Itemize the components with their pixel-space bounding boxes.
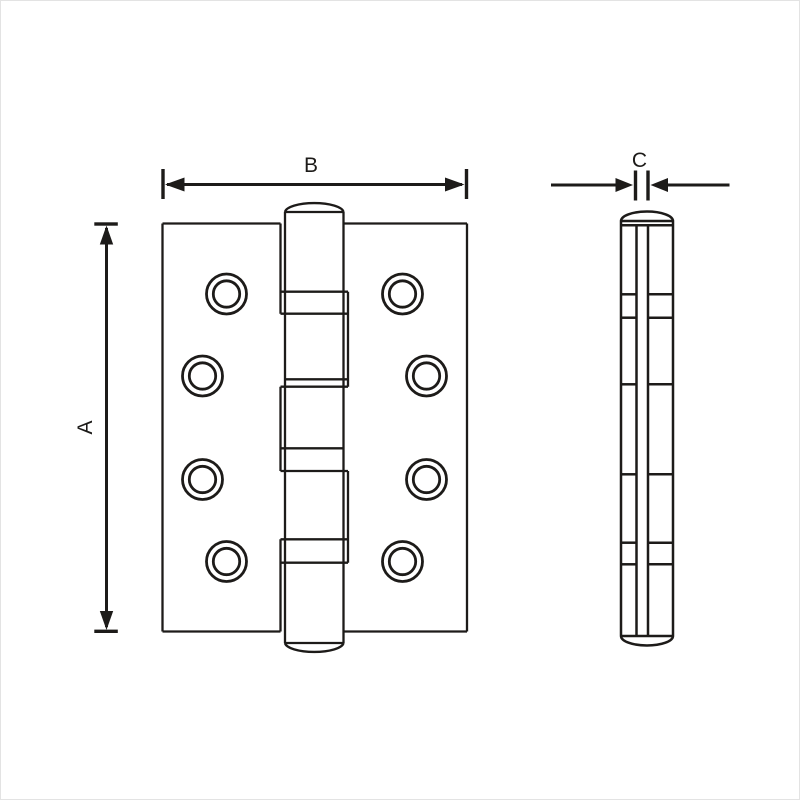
dim-a-label: A bbox=[74, 420, 97, 434]
dim-c-right-arrow bbox=[650, 178, 668, 192]
knuckle-offset-edges bbox=[279, 223, 350, 632]
side-top-cap bbox=[619, 210, 675, 222]
side-view bbox=[619, 210, 675, 647]
screw-hole bbox=[205, 540, 248, 583]
dim-a-top-terminator bbox=[94, 222, 118, 226]
dim-c-left-tick bbox=[633, 170, 638, 201]
side-bottom-cap bbox=[619, 635, 675, 647]
dim-c-left-arrow bbox=[615, 178, 633, 192]
dim-b-left-terminator bbox=[161, 169, 165, 199]
dimension-a: A bbox=[74, 222, 118, 633]
dimension-b: B bbox=[161, 154, 469, 199]
dim-b-left-arrow bbox=[165, 177, 185, 192]
side-knuckle-lines bbox=[621, 293, 673, 566]
dim-a-bottom-arrow bbox=[99, 611, 114, 630]
dim-b-right-terminator bbox=[464, 169, 469, 199]
screw-holes bbox=[181, 272, 448, 583]
barrel-top-cap bbox=[283, 201, 345, 213]
dim-c-label: C bbox=[632, 149, 647, 172]
screw-hole bbox=[381, 272, 424, 316]
hinge-pin bbox=[635, 225, 650, 636]
screw-hole bbox=[405, 354, 448, 398]
screw-hole bbox=[181, 354, 224, 398]
screw-hole bbox=[181, 458, 224, 501]
hinge-barrel bbox=[279, 201, 350, 654]
dim-b-label: B bbox=[304, 154, 318, 177]
dim-a-bottom-terminator bbox=[94, 629, 118, 633]
screw-hole bbox=[405, 458, 448, 501]
dimension-c: C bbox=[551, 149, 730, 201]
hinge-plate bbox=[161, 222, 469, 633]
dim-c-right-tick bbox=[646, 170, 650, 201]
barrel-bottom-cap bbox=[283, 642, 345, 654]
dim-b-right-arrow bbox=[445, 177, 465, 192]
knuckle-joint-lines bbox=[280, 290, 348, 564]
dim-a-top-arrow bbox=[99, 225, 114, 245]
screw-hole bbox=[381, 540, 424, 583]
front-view bbox=[161, 201, 469, 654]
screw-hole bbox=[205, 272, 248, 316]
